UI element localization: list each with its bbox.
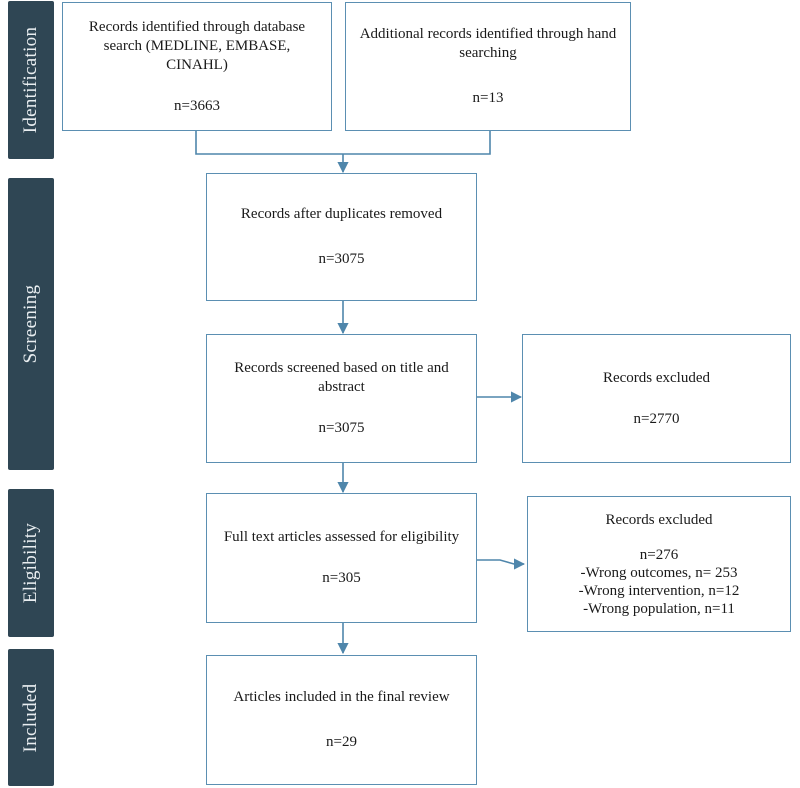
eligibility-excluded-box: Records excluded n=276 -Wrong outcomes, … xyxy=(527,496,791,632)
duplicates-removed-text: Records after duplicates removed xyxy=(240,206,443,222)
hand-search-box: Additional records identified through ha… xyxy=(345,2,631,131)
full-text-box: Full text articles assessed for eligibil… xyxy=(206,493,477,623)
hand-search-count: n=13 xyxy=(472,90,504,106)
records-screened-box: Records screened based on title and abst… xyxy=(206,334,477,463)
phase-included: Included xyxy=(8,649,54,786)
records-excluded-box: Records excluded n=2770 xyxy=(522,334,791,463)
phase-identification: Identification xyxy=(8,1,54,159)
records-screened-text: Records screened based on title and abst… xyxy=(234,360,449,395)
included-articles-text: Articles included in the final review xyxy=(233,689,450,705)
phase-eligibility: Eligibility xyxy=(8,489,54,637)
phase-included-label: Included xyxy=(20,683,41,752)
phase-eligibility-label: Eligibility xyxy=(20,522,41,604)
merge-connector xyxy=(195,131,491,155)
duplicates-removed-box: Records after duplicates removed n=3075 xyxy=(206,173,477,301)
database-records-text: Records identified through database sear… xyxy=(88,18,306,73)
full-text-count: n=305 xyxy=(322,570,361,586)
exclusion-reason-outcomes: -Wrong outcomes, n= 253 xyxy=(580,564,738,581)
exclusion-reasons-list: n=276 -Wrong outcomes, n= 253 -Wrong int… xyxy=(579,546,740,618)
arrow-to-excluded2 xyxy=(477,558,526,570)
eligibility-excluded-text: Records excluded xyxy=(605,511,713,528)
records-screened-count: n=3075 xyxy=(318,420,365,436)
exclusion-reason-intervention: -Wrong intervention, n=12 xyxy=(578,582,740,599)
included-articles-count: n=29 xyxy=(326,734,357,750)
records-excluded-count: n=2770 xyxy=(633,410,680,427)
hand-search-text: Additional records identified through ha… xyxy=(359,26,617,61)
included-articles-box: Articles included in the final review n=… xyxy=(206,655,477,785)
phase-screening-label: Screening xyxy=(20,284,41,364)
exclusion-reason-population: -Wrong population, n=11 xyxy=(583,600,735,617)
database-records-box: Records identified through database sear… xyxy=(62,2,332,131)
phase-identification-label: Identification xyxy=(20,26,41,134)
database-records-count: n=3663 xyxy=(174,97,220,114)
records-excluded-text: Records excluded xyxy=(602,369,711,386)
phase-screening: Screening xyxy=(8,178,54,470)
eligibility-excluded-count: n=276 xyxy=(639,546,679,563)
duplicates-removed-count: n=3075 xyxy=(318,251,365,267)
full-text-text: Full text articles assessed for eligibil… xyxy=(223,529,460,545)
